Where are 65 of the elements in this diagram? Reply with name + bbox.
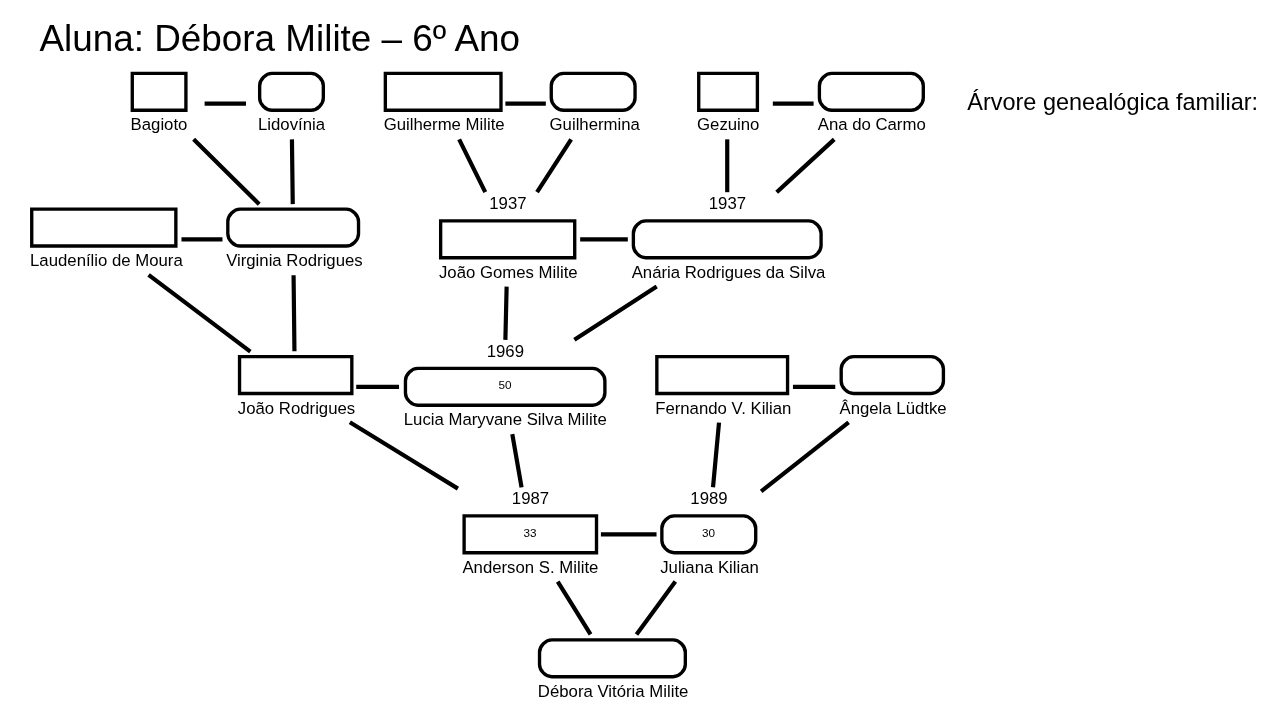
connector	[290, 275, 297, 352]
node-box	[257, 71, 325, 112]
connector	[456, 138, 487, 194]
node-box	[631, 219, 823, 260]
connector	[502, 286, 509, 340]
node-label: Ana do Carmo	[817, 115, 926, 135]
connector	[600, 532, 657, 537]
node-box	[696, 71, 759, 112]
node-label: Guilherme Milite	[383, 115, 505, 135]
connector	[204, 101, 246, 106]
node-box	[549, 71, 637, 112]
node-label: Juliana Kilian	[659, 557, 759, 577]
connector	[191, 137, 261, 206]
connector	[774, 137, 836, 194]
connector	[146, 273, 252, 354]
connector	[579, 237, 628, 242]
node-label: Anária Rodrigues da Silva	[631, 262, 825, 282]
node-label: Bagioto	[130, 115, 187, 135]
node-label: Gezuino	[696, 115, 759, 135]
connector	[509, 433, 524, 488]
node-box	[383, 71, 503, 112]
node-label: 1969	[486, 341, 524, 361]
node-box	[29, 207, 178, 248]
connector	[355, 384, 399, 389]
node-box: 50	[403, 366, 607, 407]
node-box: 33	[461, 514, 598, 555]
connector	[534, 138, 573, 194]
node-label: Lucia Maryvane Silva Milite	[403, 410, 607, 430]
node-label: Fernando V. Kilian	[654, 398, 791, 418]
node-label: João Gomes Milite	[438, 262, 578, 282]
node-label: João Rodrigues	[237, 398, 355, 418]
connector	[792, 384, 835, 389]
node-label: Lidovínia	[257, 115, 325, 135]
node-label: Débora Vitória Milite	[537, 681, 688, 701]
node-label: 1987	[511, 489, 549, 509]
node-box	[839, 354, 945, 396]
node-box	[817, 71, 925, 112]
node-label: Ângela Lüdtke	[839, 398, 947, 418]
node-box	[130, 71, 188, 112]
connector	[724, 139, 729, 193]
connector	[710, 422, 721, 488]
connector	[759, 420, 850, 493]
node-label: Virginia Rodrigues	[225, 251, 363, 271]
label: Árvore genealógica familiar:	[966, 88, 1258, 115]
node-label: 1937	[488, 194, 527, 214]
diagram-title: Aluna: Débora Milite – 6º Ano	[38, 17, 520, 59]
node-label: 1989	[689, 489, 728, 509]
connector	[572, 284, 658, 342]
connector	[772, 101, 814, 106]
node-box: 30	[659, 514, 757, 555]
node-box	[537, 638, 687, 679]
node-box	[438, 219, 576, 260]
connector	[180, 237, 222, 242]
connector	[504, 101, 546, 106]
connector	[348, 420, 459, 491]
node-box	[237, 354, 353, 396]
node-box	[654, 354, 789, 396]
connector	[289, 139, 295, 205]
connector	[555, 580, 592, 636]
node-box	[225, 207, 360, 248]
node-label: 1937	[708, 194, 746, 214]
node-label: Guilhermina	[549, 115, 640, 135]
connector	[634, 580, 677, 636]
node-label: Anderson S. Milite	[461, 557, 598, 577]
node-label: Laudenílio de Moura	[29, 251, 183, 271]
